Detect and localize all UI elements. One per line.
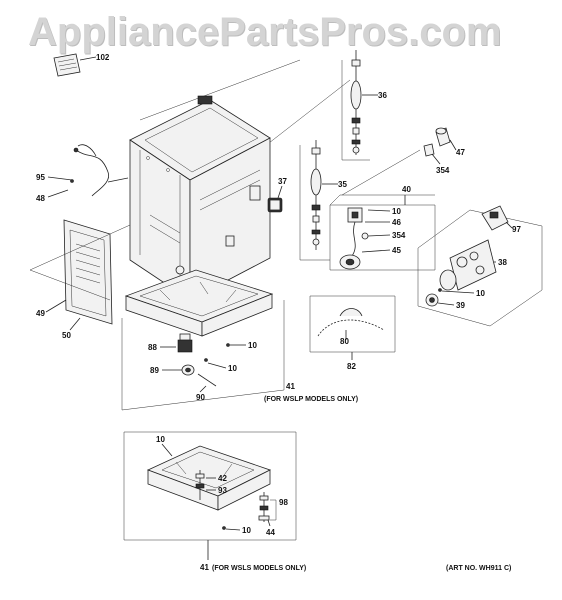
- leader-harness: [107, 177, 129, 183]
- callout-40: 40: [402, 185, 411, 194]
- callout-354-lower: 354: [392, 231, 406, 240]
- leader-97: [505, 221, 513, 229]
- part-102-manual[interactable]: [53, 53, 81, 77]
- part-97-valve-top[interactable]: [481, 205, 509, 231]
- leader-354-upper: [431, 153, 441, 165]
- wsls-frame-box: [123, 431, 297, 541]
- leader-10f: [225, 528, 241, 531]
- part-40-assembly-box[interactable]: [329, 194, 436, 271]
- cabinet[interactable]: [129, 95, 271, 301]
- leader-44: [267, 519, 271, 527]
- part-354-clip-upper[interactable]: [423, 143, 435, 157]
- part-48-screw[interactable]: [70, 179, 74, 183]
- callout-36: 36: [378, 91, 387, 100]
- part-47-plug[interactable]: [435, 127, 451, 147]
- callout-98: 98: [279, 498, 288, 507]
- leader-102: [79, 56, 97, 61]
- callout-82: 82: [347, 362, 356, 371]
- watermark: AppliancePartsPros.com: [28, 10, 502, 54]
- part-89-grommet[interactable]: [181, 364, 195, 376]
- part-95-wire-harness[interactable]: [73, 144, 110, 197]
- note-wslp: (FOR WSLP MODELS ONLY): [264, 396, 358, 403]
- callout-90: 90: [196, 393, 205, 402]
- callout-354-upper: 354: [436, 166, 450, 175]
- part-37-bracket[interactable]: [267, 197, 283, 213]
- leader-39: [437, 302, 455, 306]
- callout-47: 47: [456, 148, 465, 157]
- guide-line: [139, 59, 301, 121]
- callout-44: 44: [266, 528, 275, 537]
- callout-37: 37: [278, 177, 287, 186]
- part-98-leveling-leg[interactable]: [258, 492, 270, 522]
- callout-93: 93: [218, 486, 227, 495]
- callout-88: 88: [148, 343, 157, 352]
- part-88-block[interactable]: [177, 333, 193, 353]
- part-10-screw-f[interactable]: [222, 526, 226, 530]
- callout-97: 97: [512, 225, 521, 234]
- callout-48: 48: [36, 194, 45, 203]
- leader-45: [361, 249, 391, 253]
- leader-10e: [161, 443, 173, 457]
- guide-line: [299, 145, 330, 261]
- leader-10b: [441, 290, 475, 294]
- callout-10e: 10: [156, 435, 165, 444]
- callout-50: 50: [62, 331, 71, 340]
- callout-35: 35: [338, 180, 347, 189]
- part-38-valve-assembly[interactable]: [417, 209, 543, 327]
- callout-10f: 10: [242, 526, 251, 535]
- callout-49: 49: [36, 309, 45, 318]
- callout-95: 95: [36, 173, 45, 182]
- part-36-suspension-rod[interactable]: [350, 50, 362, 155]
- callout-10a: 10: [392, 207, 401, 216]
- leader-10a: [367, 209, 391, 212]
- part-41-base-wsls[interactable]: [146, 445, 272, 511]
- guide-line: [29, 224, 131, 271]
- leader-95: [47, 176, 73, 181]
- callout-38: 38: [498, 258, 507, 267]
- art-number: (ART NO. WH911 C): [446, 565, 511, 572]
- leader-49: [45, 299, 67, 313]
- callout-41-wsls: 41: [200, 563, 209, 572]
- callout-80: 80: [340, 337, 349, 346]
- guide-line: [259, 79, 351, 151]
- leader-48: [47, 189, 69, 198]
- part-50-rear-panel[interactable]: [63, 219, 113, 325]
- leader-354b: [367, 234, 391, 237]
- callout-10b: 10: [476, 289, 485, 298]
- part-39-cap[interactable]: [425, 293, 439, 307]
- guide-line: [121, 300, 285, 411]
- callout-10d: 10: [228, 364, 237, 373]
- part-10-screw-b[interactable]: [438, 288, 442, 292]
- guide-line: [341, 60, 370, 161]
- callout-42: 42: [218, 474, 227, 483]
- part-10-screw-c[interactable]: [226, 343, 230, 347]
- part-35-suspension-rod[interactable]: [310, 140, 322, 250]
- callout-102: 102: [96, 53, 110, 62]
- part-41-base-wslp[interactable]: [124, 269, 274, 337]
- note-wsls: (FOR WSLS MODELS ONLY): [212, 565, 306, 572]
- callout-46: 46: [392, 218, 401, 227]
- callout-39: 39: [456, 301, 465, 310]
- part-90-strap[interactable]: [197, 373, 217, 387]
- callout-45: 45: [392, 246, 401, 255]
- callout-89: 89: [150, 366, 159, 375]
- leader-37: [277, 185, 283, 199]
- callout-10c: 10: [248, 341, 257, 350]
- leader-50: [69, 317, 81, 331]
- part-10-screw-d[interactable]: [204, 358, 208, 362]
- part-82-hose-assembly[interactable]: [309, 295, 396, 353]
- leader-90: [199, 385, 207, 393]
- leader-47: [449, 139, 457, 151]
- callout-41-wslp: 41: [286, 382, 295, 391]
- guide-line: [29, 269, 111, 301]
- guide-line: [341, 149, 421, 196]
- part-42-leveling-leg[interactable]: [195, 470, 205, 500]
- leader-98: [270, 499, 277, 521]
- leader-10d: [207, 362, 227, 369]
